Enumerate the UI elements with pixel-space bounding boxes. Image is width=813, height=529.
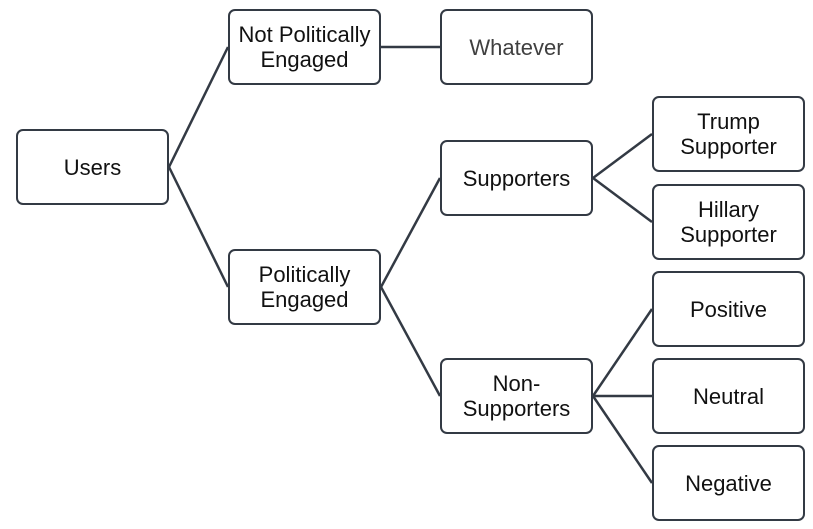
node-neutral: Neutral <box>652 358 805 434</box>
node-hillary-supporter: Hillary Supporter <box>652 184 805 260</box>
node-whatever: Whatever <box>440 9 593 85</box>
node-hillary-supporter-label: Hillary Supporter <box>680 197 777 247</box>
edge-non_supporters-to-positive <box>591 308 654 397</box>
edge-users-to-not_engaged <box>167 46 230 168</box>
node-non-supporters: Non- Supporters <box>440 358 593 434</box>
node-negative-label: Negative <box>685 470 772 496</box>
node-supporters: Supporters <box>440 140 593 216</box>
node-whatever-label: Whatever <box>469 34 564 60</box>
node-non-supporters-label: Non- Supporters <box>462 371 571 421</box>
edge-engaged-to-supporters <box>379 177 442 288</box>
edge-supporters-to-trump <box>592 132 653 180</box>
node-politically-engaged: Politically Engaged <box>228 249 381 325</box>
node-not-politically-engaged-label: Not Politically Engaged <box>238 22 371 72</box>
node-neutral-label: Neutral <box>693 383 764 409</box>
edge-engaged-to-non_supporters <box>379 286 442 397</box>
node-users-label: Users <box>63 154 122 180</box>
node-positive: Positive <box>652 271 805 347</box>
edge-non_supporters-to-negative <box>591 395 654 484</box>
node-supporters-label: Supporters <box>462 165 571 191</box>
node-positive-label: Positive <box>689 296 768 322</box>
node-negative: Negative <box>652 445 805 521</box>
node-users: Users <box>16 129 169 205</box>
node-not-politically-engaged: Not Politically Engaged <box>228 9 381 85</box>
node-trump-supporter-label: Trump Supporter <box>680 109 777 159</box>
edge-users-to-engaged <box>167 166 230 288</box>
node-trump-supporter: Trump Supporter <box>652 96 805 172</box>
node-politically-engaged-label: Politically Engaged <box>258 262 351 312</box>
edge-supporters-to-hillary <box>592 176 653 224</box>
